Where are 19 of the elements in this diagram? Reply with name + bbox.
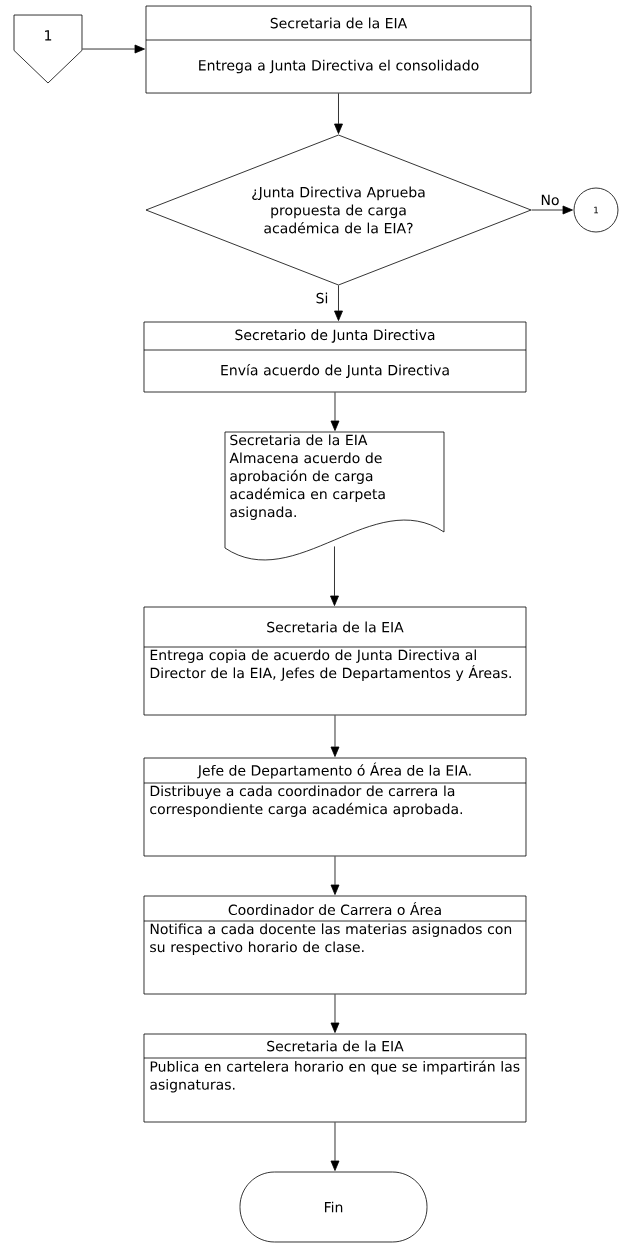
process-box: Secretaria de la EIA Entrega copia de acuerdo de Junta Directiva al Director de la EIA, Jefes de Departamentos y Áreas. (143, 606, 527, 716)
arrow (330, 1122, 340, 1171)
arrow (330, 546, 339, 606)
edge-label: Si (314, 291, 330, 305)
arrow (330, 994, 340, 1033)
process-box: Secretaria de la EIA Publica en cartelera horario en que se impartirán las asignaturas. (143, 1033, 527, 1123)
edge-label: No (539, 193, 561, 207)
arrow (330, 392, 340, 431)
off-page-connector: 1 (13, 14, 83, 84)
process-box: Jefe de Departamento ó Área de la EIA. Distribuye a cada coordinador de carrera la correspondiente carga académica aprobada. (143, 757, 527, 857)
arrow (531, 205, 573, 215)
arrow (82, 44, 145, 54)
arrow (334, 93, 343, 134)
process-box: Coordinador de Carrera o Área Notifica a cada docente las materias asignados con su respectivo horario de clase. (143, 895, 527, 995)
process-box: Secretario de Junta Directiva Envía acuerdo de Junta Directiva (143, 321, 527, 393)
arrow (330, 856, 340, 895)
arrow (330, 715, 340, 757)
process-box: Secretaria de la EIA Entrega a Junta Directiva el consolidado (145, 5, 532, 94)
arrow (334, 285, 343, 321)
